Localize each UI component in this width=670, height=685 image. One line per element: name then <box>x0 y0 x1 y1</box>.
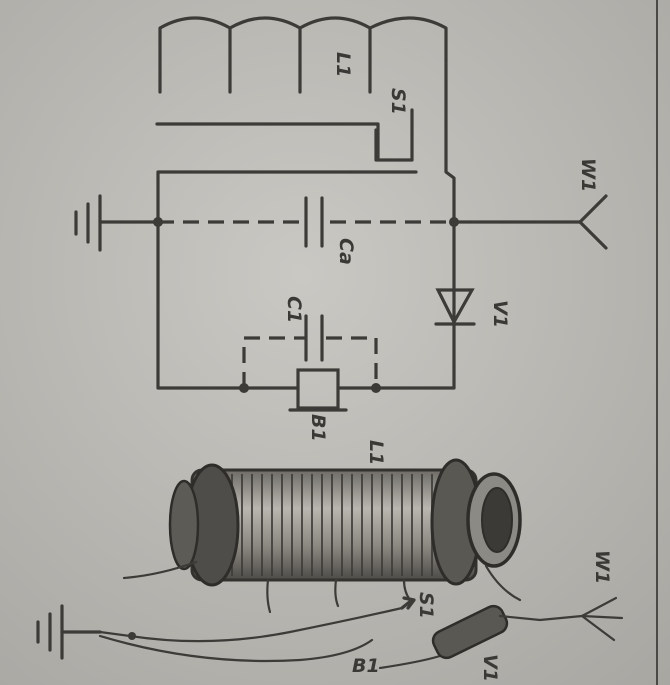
drawing-ground-symbol <box>36 604 102 660</box>
ground-symbol <box>74 194 160 252</box>
node-ground <box>153 217 163 227</box>
right-rail <box>376 58 456 390</box>
capacitor-ca-symbol <box>304 196 324 248</box>
node-c1-left <box>239 383 249 393</box>
coil-l1-symbol <box>158 16 448 94</box>
label-c1: C1 <box>283 296 305 323</box>
antenna-w1-symbol <box>452 194 608 250</box>
label-v1: V1 <box>489 300 511 328</box>
coil-lead-top <box>122 560 198 580</box>
node-antenna <box>449 217 459 227</box>
left-rail <box>156 170 418 390</box>
node-c1-right <box>371 383 381 393</box>
c1-dashed-branch <box>242 336 378 388</box>
coil-l1-drawing <box>168 458 522 587</box>
switch-s1-symbol <box>155 108 414 162</box>
capacitor-c1-symbol <box>304 314 324 362</box>
drawing-label-l1: L1 <box>365 440 387 465</box>
earphone-b1-symbol <box>296 368 340 410</box>
pictorial-drawing: L1 S1 V1 B1 <box>36 440 624 682</box>
label-ca: Ca <box>335 238 357 265</box>
coil-lead-1 <box>266 578 272 614</box>
label-b1: B1 <box>307 414 329 442</box>
label-s1: S1 <box>387 88 409 115</box>
drawing-label-v1: V1 <box>479 654 501 682</box>
label-w1: W1 <box>577 158 599 192</box>
drawing-antenna-w1-symbol <box>580 596 624 642</box>
cord-clip <box>128 632 136 640</box>
ground-cord-2 <box>98 634 374 663</box>
diode-v1-symbol <box>434 288 476 326</box>
s1-clip-arrow <box>400 596 416 610</box>
label-l1: L1 <box>332 52 354 77</box>
diode-v1-drawing <box>378 604 584 670</box>
ground-cord <box>98 606 404 643</box>
drawing-label-s1: S1 <box>415 592 437 619</box>
coil-lead-4 <box>484 564 522 602</box>
drawing-label-b1: B1 <box>352 655 380 677</box>
coil-lead-2 <box>334 578 340 608</box>
schematic: L1 S1 Ca W1 <box>74 16 608 442</box>
drawing-label-w1: W1 <box>591 550 613 584</box>
